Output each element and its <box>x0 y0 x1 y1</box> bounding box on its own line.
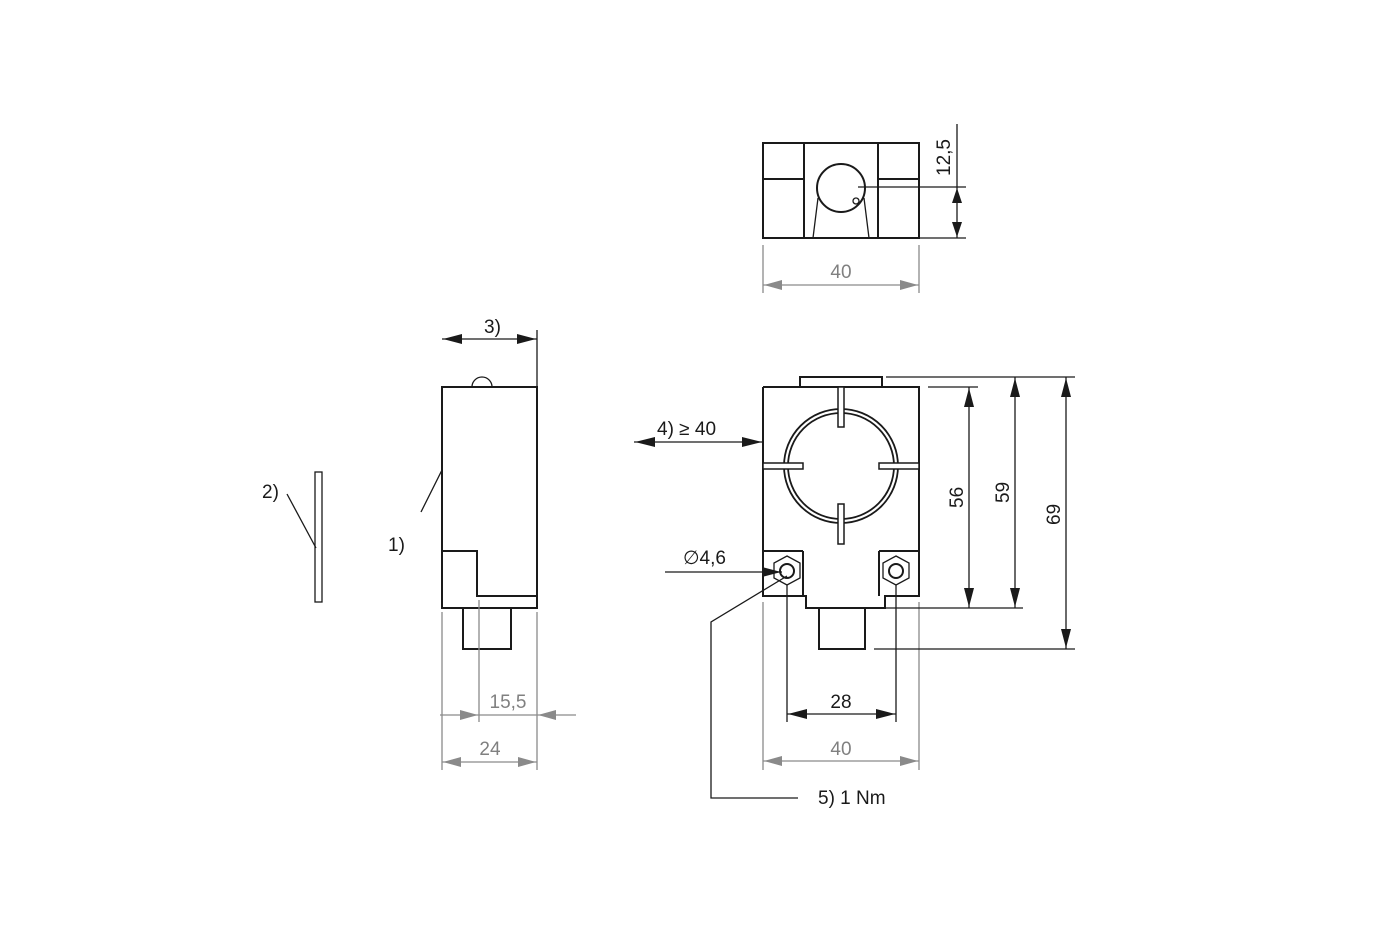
dim-59-label: 59 <box>993 482 1014 503</box>
callout-3-label: 3) <box>484 317 501 338</box>
target-plate: 2) <box>262 471 323 603</box>
top-view: 12,5 40 <box>762 124 966 293</box>
hole-diameter-label: ∅4,6 <box>683 548 726 569</box>
callout-5-label: 5) 1 Nm <box>818 788 886 809</box>
dim-40-front-label: 40 <box>830 739 851 760</box>
crosshair-marks <box>762 386 920 545</box>
callout-2-label: 2) <box>262 482 279 503</box>
dim-40-top-label: 40 <box>830 262 851 283</box>
front-view: 4) ≥ 40 ∅4,6 5) 1 Nm 28 40 56 <box>634 376 1075 809</box>
mounting-nut-right <box>882 555 910 586</box>
callout-4-label: 4) ≥ 40 <box>657 419 716 440</box>
callout-1-label: 1) <box>388 535 405 556</box>
dim-15-5-label: 15,5 <box>490 692 527 713</box>
dim-12-5-label: 12,5 <box>934 139 955 176</box>
dim-69-label: 69 <box>1044 504 1065 525</box>
dim-56-label: 56 <box>947 487 968 508</box>
dim-28-label: 28 <box>830 692 851 713</box>
dim-24-label: 24 <box>479 739 501 760</box>
sensor-hole-circle <box>816 163 866 213</box>
mounting-nut-left <box>773 555 801 586</box>
side-view: 1) 3) 15,5 24 <box>388 317 576 770</box>
